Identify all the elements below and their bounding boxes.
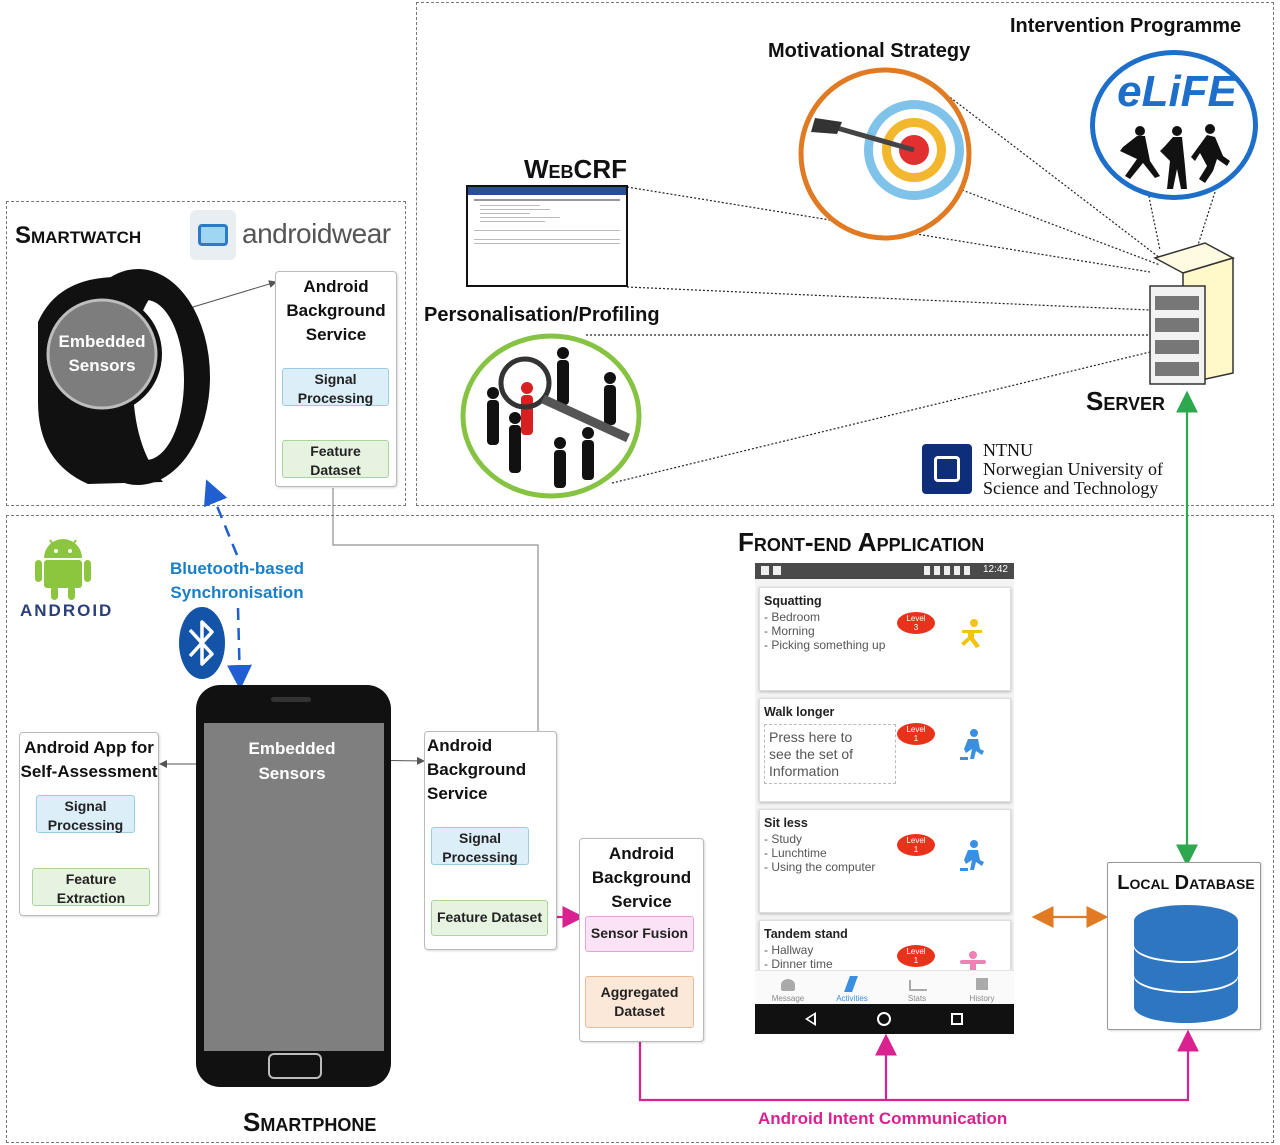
history-icon — [976, 978, 988, 990]
intent-communication-label: Android Intent Communication — [758, 1109, 1008, 1128]
bottom-navigation: Message Activities Stats History — [755, 970, 1014, 1005]
smartphone-region — [6, 515, 1274, 1143]
android-wear-icon — [190, 210, 236, 260]
activity-card-squatting[interactable]: Squatting - Bedroom- Morning- Picking so… — [759, 587, 1011, 691]
activities-icon — [844, 976, 858, 992]
ntnu-logo-icon — [922, 444, 972, 494]
bluetooth-label: Bluetooth-based Synchronisation — [169, 559, 305, 602]
phone-sensors-label: Embedded Sensors — [248, 739, 336, 783]
recents-button[interactable] — [951, 1013, 963, 1025]
server-label: Server — [1086, 386, 1166, 416]
tandem-stand-icon — [960, 951, 986, 971]
personalisation-title: Personalisation/Profiling — [424, 304, 660, 326]
webcrf-screenshot — [466, 185, 628, 287]
nav-message[interactable]: Message — [763, 971, 813, 1005]
database-icon — [1134, 905, 1238, 1023]
android-robot-icon — [35, 539, 91, 600]
activity-card-sit-less[interactable]: Sit less - Study- Lunchtime- Using the c… — [759, 809, 1011, 913]
android-wordmark: ANDROID — [20, 601, 114, 620]
status-icons — [924, 566, 974, 575]
squat-icon — [961, 619, 982, 648]
webcrf-title: WebCRF — [524, 154, 627, 184]
walk-stairs-icon — [960, 840, 984, 871]
stats-icon — [909, 980, 927, 991]
bluetooth-icon — [179, 607, 225, 679]
status-bar: 12:42 — [755, 563, 1014, 579]
nav-history[interactable]: History — [957, 971, 1007, 1005]
smartwatch-title: Smartwatch — [15, 222, 142, 249]
walk-stairs-icon — [960, 729, 984, 760]
ntnu-text: NTNU Norwegian University of Science and… — [983, 440, 1163, 498]
message-icon — [781, 979, 795, 991]
nav-activities[interactable]: Activities — [827, 971, 877, 1005]
home-button[interactable] — [877, 1012, 891, 1026]
intervention-title: Intervention Programme — [1010, 15, 1242, 37]
back-button-inner — [808, 1015, 814, 1023]
android-wear-label: androidwear — [242, 218, 391, 249]
activity-card-tandem-stand[interactable]: Tandem stand - Hallway- Dinner time Leve… — [759, 920, 1011, 971]
system-navigation-bar — [755, 1004, 1014, 1034]
profiling-icon — [460, 333, 642, 499]
motivational-title: Motivational Strategy — [768, 40, 971, 62]
sensor-fusion: Sensor Fusion — [585, 916, 694, 952]
nav-stats[interactable]: Stats — [892, 971, 942, 1005]
smartphone-device — [196, 685, 391, 1087]
target-icon — [798, 67, 972, 241]
server-icon — [1149, 242, 1235, 385]
notification-icons — [761, 566, 783, 575]
status-time: 12:42 — [982, 564, 1008, 575]
server-region — [416, 2, 1274, 506]
phone-feature-dataset: Feature Dataset — [431, 900, 548, 936]
smartphone-label: Smartphone — [243, 1107, 377, 1137]
elife-logo: eLiFE — [1090, 50, 1258, 200]
smartwatch-icon — [38, 269, 210, 485]
local-database-title: Local Database — [1117, 872, 1255, 894]
frontend-title: Front-end Application — [738, 527, 985, 557]
watch-sensors-label: Embedded Sensors — [58, 332, 146, 375]
